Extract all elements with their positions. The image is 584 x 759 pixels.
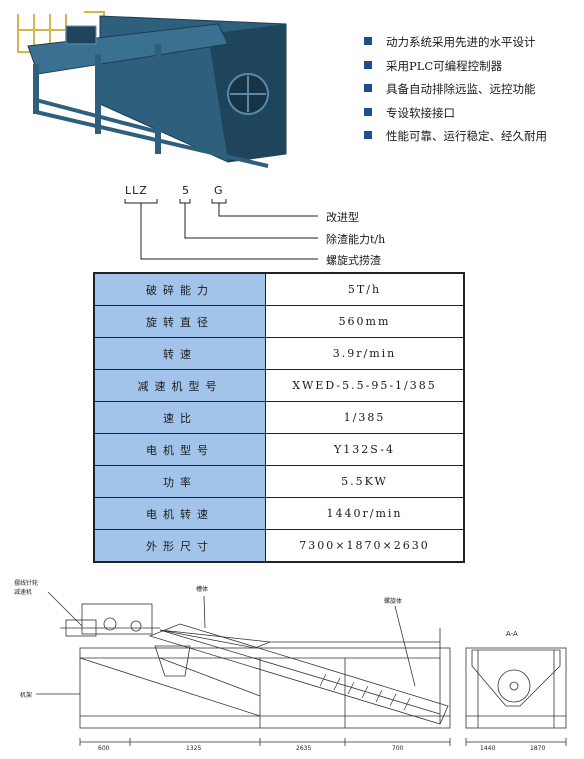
- drawing-lines: [36, 591, 567, 746]
- code-desc-capacity: 除渣能力t/h: [326, 233, 386, 246]
- square-bullet-icon: [364, 131, 372, 139]
- dim-label: 2635: [296, 745, 312, 752]
- spec-label: 功率: [93, 465, 266, 498]
- spec-label: 减速机型号: [93, 369, 266, 402]
- square-bullet-icon: [364, 60, 372, 69]
- spec-value: 3.9r/min: [265, 337, 465, 370]
- label-frame: 机架: [20, 692, 33, 699]
- dim-label: 1440: [480, 745, 496, 752]
- spec-label: 破碎能力: [93, 272, 266, 306]
- frame-legs: [33, 44, 161, 154]
- spec-label: 外形尺寸: [93, 529, 266, 563]
- feature-item: 采用PLC可编程控制器: [362, 58, 578, 82]
- spec-label: 旋转直径: [93, 305, 266, 338]
- code-desc-variant: 改进型: [326, 211, 359, 224]
- label-section: A-A: [506, 630, 518, 638]
- label-trough: 槽体: [196, 586, 209, 593]
- spec-label: 电机型号: [93, 433, 266, 466]
- spec-value: Y132S-4: [265, 433, 465, 466]
- spec-value: XWED-5.5-95-1/385: [265, 369, 465, 402]
- dim-label: 1870: [530, 745, 546, 752]
- label-reducer: 摆线针轮 减速机: [14, 580, 39, 596]
- code-capacity: 5: [182, 184, 190, 197]
- square-bullet-icon: [364, 37, 372, 45]
- spec-value: 7300×1870×2630: [265, 529, 465, 563]
- dim-label: 600: [98, 745, 110, 752]
- code-series: LLZ: [125, 184, 148, 197]
- code-variant: G: [214, 184, 224, 197]
- spec-value: 1/385: [265, 401, 465, 434]
- technical-drawing: 摆线针轮 减速机 槽体 螺旋体 机架 A-A 600 1325 2635 700…: [0, 566, 584, 759]
- spec-label: 电机转速: [93, 497, 266, 530]
- dim-label: 1325: [186, 745, 202, 752]
- spec-label: 速比: [93, 401, 266, 434]
- square-bullet-icon: [364, 84, 372, 92]
- spec-label: 转速: [93, 337, 266, 370]
- label-screw: 螺旋体: [384, 598, 403, 605]
- square-bullet-icon: [364, 107, 372, 116]
- dim-label: 700: [392, 745, 404, 752]
- code-desc-type: 螺旋式捞渣: [326, 254, 381, 267]
- spec-value: 5T/h: [265, 272, 465, 306]
- feature-item: 性能可靠、运行稳定、经久耐用: [362, 128, 578, 152]
- feature-list: 动力系统采用先进的水平设计 采用PLC可编程控制器 具备自动排除远监、远控功能 …: [362, 34, 578, 152]
- spec-value: 1440r/min: [265, 497, 465, 530]
- spec-value: 560mm: [265, 305, 465, 338]
- spec-value: 5.5KW: [265, 465, 465, 498]
- feature-item: 动力系统采用先进的水平设计: [362, 34, 578, 58]
- feature-item: 具备自动排除远监、远控功能: [362, 81, 578, 105]
- product-photo: [8, 4, 308, 174]
- feature-item: 专设软接接口: [362, 105, 578, 129]
